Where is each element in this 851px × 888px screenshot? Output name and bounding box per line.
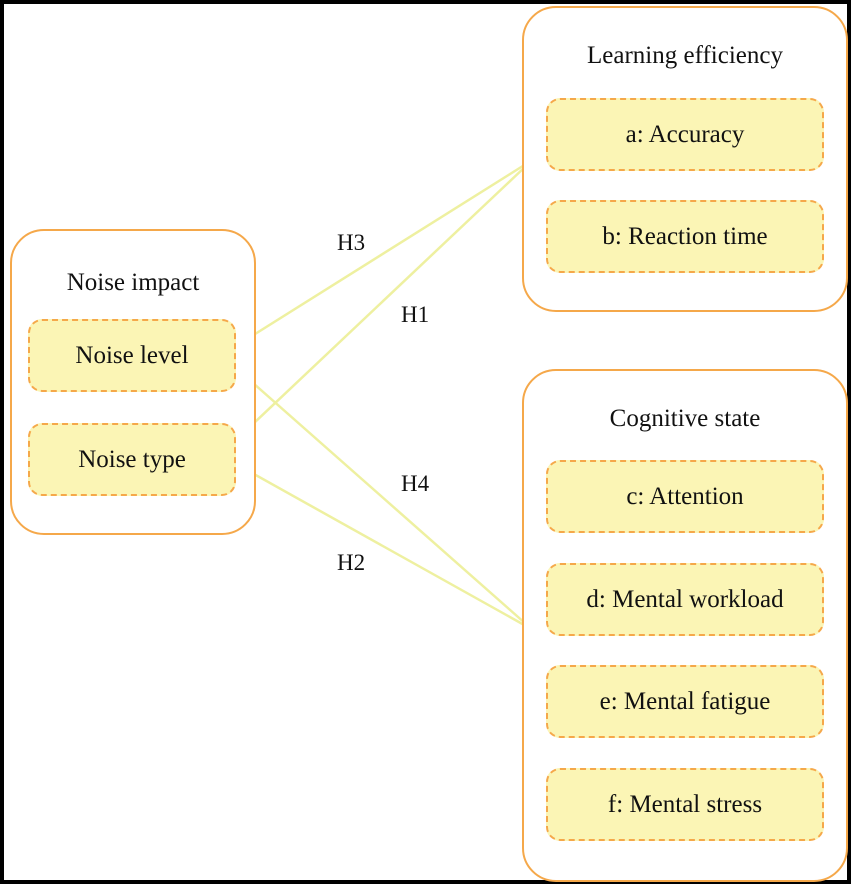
hypothesis-label-h4: H4 — [401, 471, 430, 496]
hypothesis-label-h1: H1 — [401, 302, 430, 327]
hypothesis-links — [235, 162, 527, 628]
link-h4 — [235, 367, 527, 625]
reaction-time-box: b: Reaction time — [546, 200, 824, 273]
accuracy-box: a: Accuracy — [546, 98, 824, 171]
mental-stress-box: f: Mental stress — [546, 768, 824, 841]
noise-impact-title: Noise impact — [66, 269, 200, 296]
cognitive-state-title: Cognitive state — [609, 405, 761, 432]
noise-type-box: Noise type — [28, 423, 236, 496]
mental-workload-box: d: Mental workload — [546, 563, 824, 636]
attention-box: c: Attention — [546, 460, 824, 533]
hypothesis-label-h3: H3 — [337, 230, 366, 255]
hypothesis-label-h2: H2 — [337, 550, 366, 575]
link-h3 — [235, 162, 527, 348]
mental-fatigue-box: e: Mental fatigue — [546, 665, 824, 738]
noise-level-box: Noise level — [28, 319, 236, 392]
link-h1 — [235, 165, 527, 441]
link-h2 — [235, 462, 527, 628]
learning-efficiency-title: Learning efficiency — [587, 42, 783, 69]
